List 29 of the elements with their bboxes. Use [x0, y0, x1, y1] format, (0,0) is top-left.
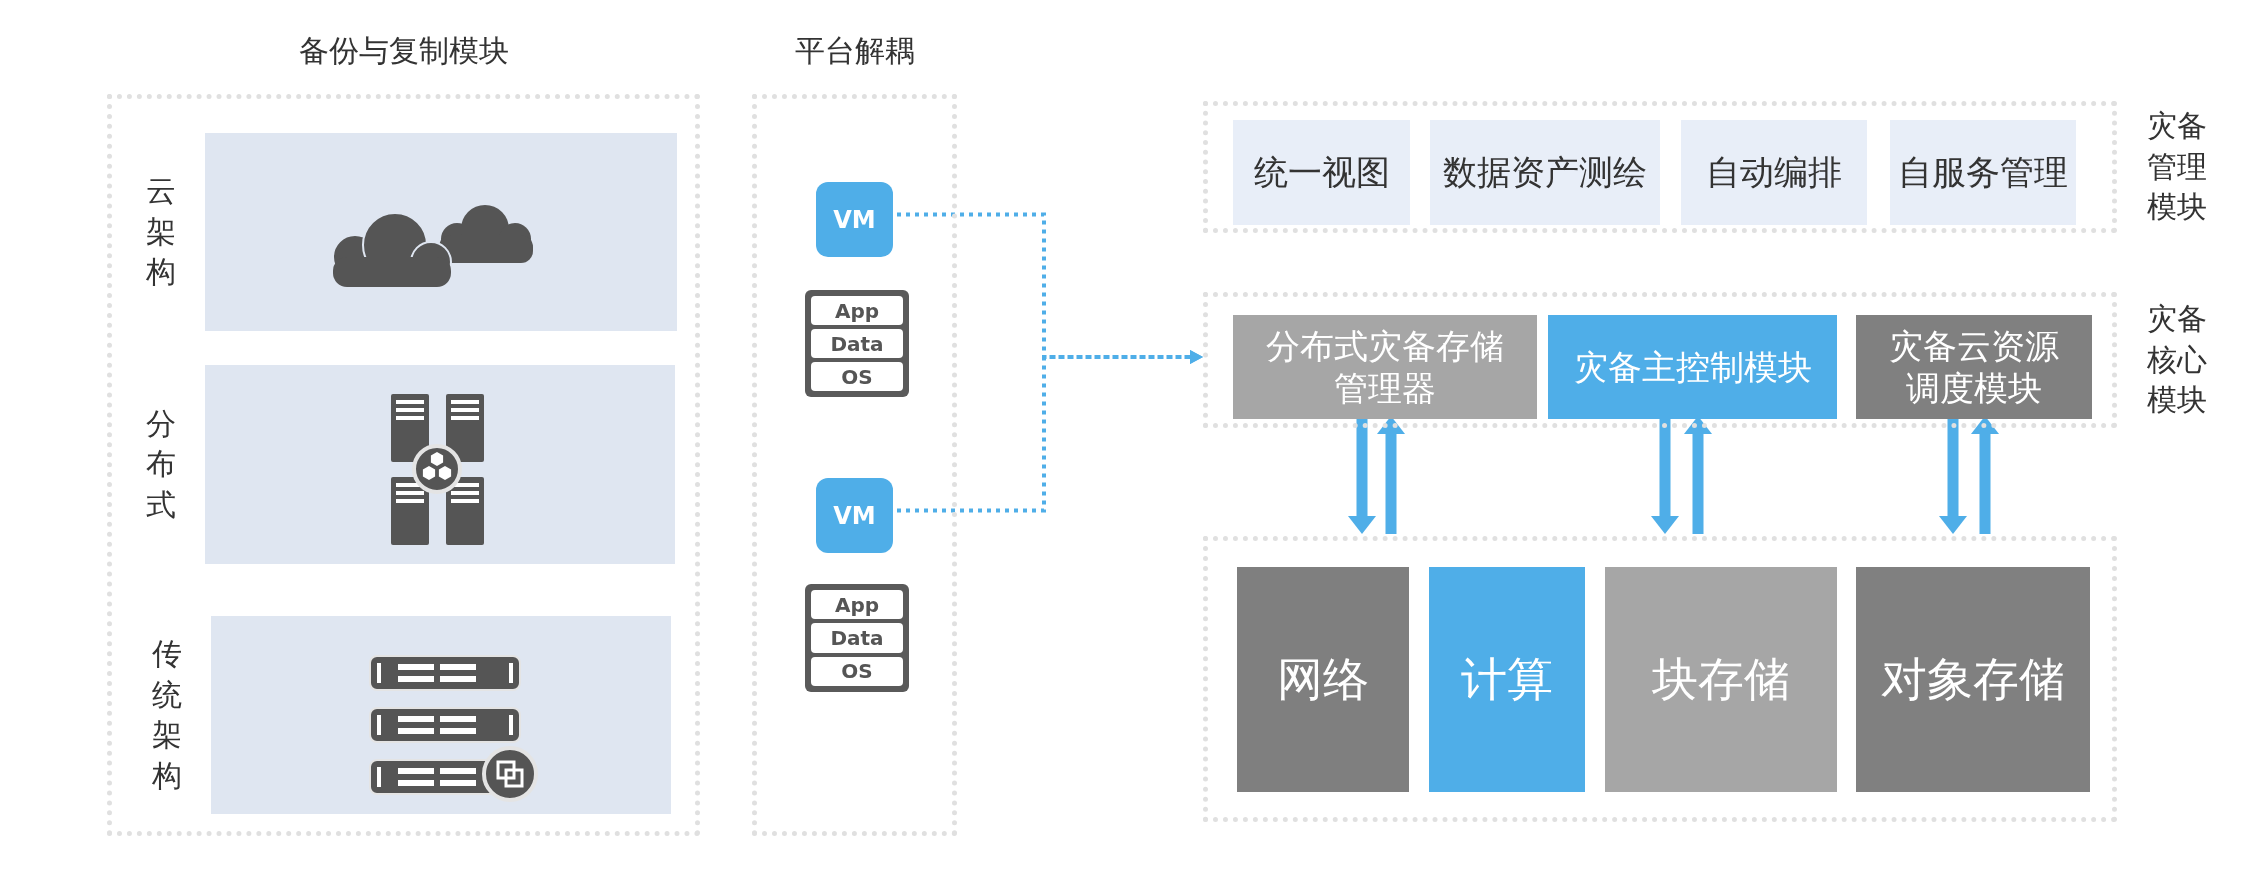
- module-box: 对象存储: [1856, 567, 2090, 792]
- tier-label: 云架构: [145, 172, 177, 292]
- tier-label: 分布式: [145, 404, 177, 524]
- module-box: 自服务管理: [1890, 120, 2076, 225]
- layer-row: App: [811, 296, 903, 325]
- vm-box: VM: [816, 478, 893, 553]
- module-box: 自动编排: [1681, 120, 1867, 225]
- module-box: 网络: [1237, 567, 1409, 792]
- layer-row: OS: [811, 656, 903, 686]
- module-box: 灾备云资源调度模块: [1856, 315, 2092, 419]
- module-label: 灾备核心模块: [2146, 300, 2208, 420]
- tier-label: 传统架构: [151, 635, 183, 795]
- dotted-frame: [1203, 536, 2117, 822]
- vm-box: VM: [816, 182, 893, 257]
- module-label: 灾备管理模块: [2146, 107, 2208, 227]
- module-box: 计算: [1429, 567, 1585, 792]
- panel-heading: 备份与复制模块: [297, 32, 510, 70]
- stack-box: [805, 290, 909, 397]
- module-box: 统一视图: [1233, 120, 1410, 225]
- module-box: 灾备主控制模块: [1548, 315, 1837, 419]
- module-box: 分布式灾备存储管理器: [1233, 315, 1537, 419]
- layer-row: Data: [811, 623, 903, 653]
- panel-heading: 平台解耦: [793, 32, 916, 70]
- module-box: 数据资产测绘: [1430, 120, 1660, 225]
- layer-row: App: [811, 590, 903, 620]
- stack-box: [805, 584, 909, 692]
- module-box: 块存储: [1605, 567, 1837, 792]
- layer-row: Data: [811, 329, 903, 358]
- layer-row: OS: [811, 362, 903, 391]
